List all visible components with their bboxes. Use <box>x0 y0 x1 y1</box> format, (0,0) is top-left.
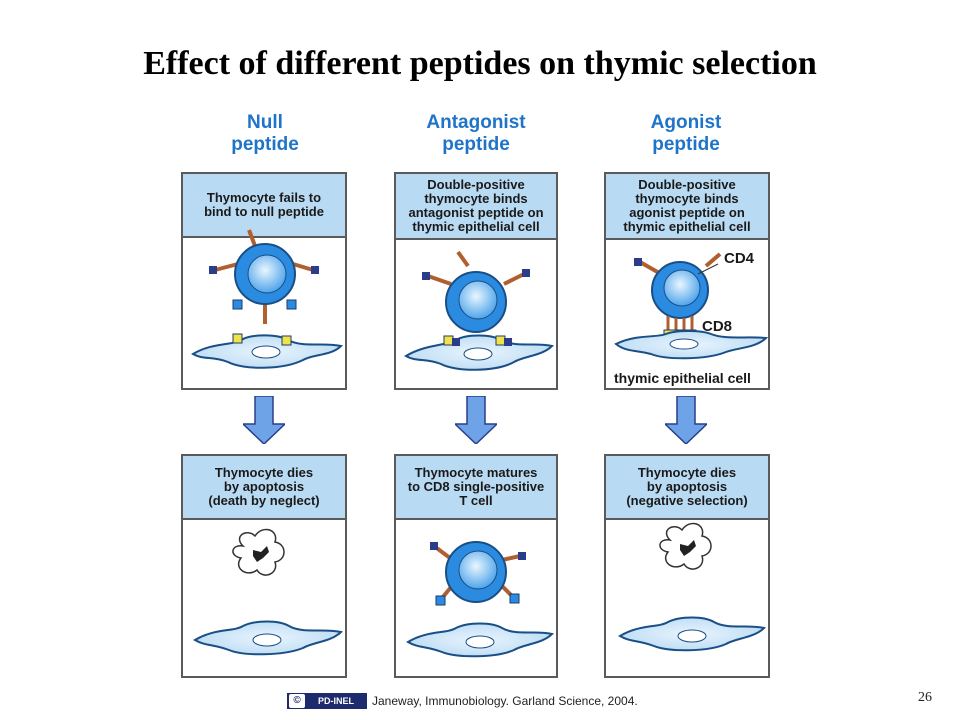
caption-line: (negative selection) <box>626 493 748 508</box>
antagonist-binding-illustration <box>404 250 554 371</box>
heading-antagonist-line1: Antagonist <box>426 112 526 133</box>
receptor-icon <box>214 229 314 324</box>
caption-line: thymocyte binds <box>635 191 739 206</box>
label-cd4: CD4 <box>724 250 755 267</box>
license-logo: © PD-INEL <box>287 693 367 709</box>
heading-null: Null peptide <box>175 112 355 156</box>
caption-line: Thymocyte fails to <box>206 190 322 205</box>
caption-line: Thymocyte dies <box>214 465 314 480</box>
caption-line: agonist peptide on <box>629 205 745 220</box>
caption-line: Thymocyte matures <box>414 465 538 480</box>
label-cd8: CD8 <box>702 318 733 335</box>
caption-line: by apoptosis <box>646 479 728 494</box>
citation: Janeway, Immunobiology. Garland Science,… <box>372 694 638 708</box>
agonist-outcome-illustration <box>618 522 766 652</box>
null-binding-illustration <box>191 229 343 369</box>
caption-line: antagonist peptide on <box>408 205 544 220</box>
heading-null-line2: peptide <box>231 134 299 155</box>
arrow-down-icon <box>243 396 285 444</box>
slide-title: Effect of different peptides on thymic s… <box>143 45 817 82</box>
null-outcome-illustration <box>193 528 343 656</box>
arrow-down-icon <box>665 396 707 444</box>
caption-line: Double-positive <box>427 177 525 192</box>
arrow-down-icon <box>455 396 497 444</box>
heading-antagonist: Antagonist peptide <box>386 112 566 156</box>
heading-null-line1: Null <box>247 112 283 133</box>
caption-line: T cell <box>459 493 493 508</box>
caption-line: Double-positive <box>638 177 736 192</box>
license-logo-text: PD-INEL <box>318 696 354 706</box>
agonist-binding-illustration <box>614 252 769 360</box>
caption-line: bind to null peptide <box>204 204 324 219</box>
heading-agonist: Agonist peptide <box>596 112 776 156</box>
page-number: 26 <box>918 690 932 705</box>
caption-line: thymic epithelial cell <box>412 219 540 234</box>
caption-line: Thymocyte dies <box>637 465 737 480</box>
caption-line: thymocyte binds <box>424 191 528 206</box>
caption-line: (death by neglect) <box>208 493 320 508</box>
heading-agonist-line1: Agonist <box>650 112 722 133</box>
license-mark-icon: © <box>289 694 305 708</box>
caption-line: to CD8 single-positive <box>407 479 545 494</box>
label-thymic-epithelial-cell: thymic epithelial cell <box>614 370 751 386</box>
heading-agonist-line2: peptide <box>652 134 720 155</box>
caption-line: thymic epithelial cell <box>623 219 751 234</box>
caption-line: by apoptosis <box>223 479 305 494</box>
antagonist-outcome-illustration <box>406 541 554 658</box>
heading-antagonist-line2: peptide <box>442 134 510 155</box>
